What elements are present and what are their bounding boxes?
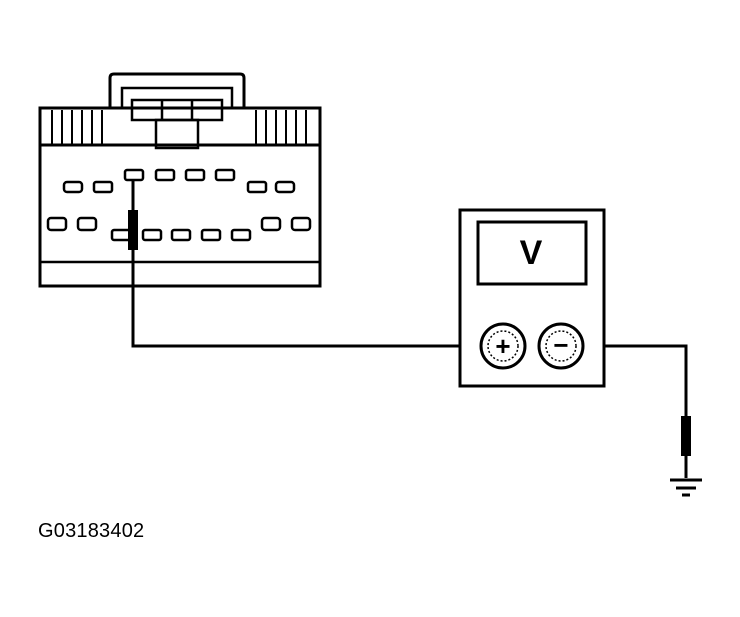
ground-symbol-icon <box>670 478 702 497</box>
positive-terminal: + <box>479 322 527 370</box>
electrical-connector <box>38 72 322 288</box>
figure-id-caption: G03183402 <box>38 520 145 542</box>
meter-display-symbol: V <box>520 234 543 272</box>
positive-lead-wire <box>131 250 480 348</box>
negative-terminal: − <box>537 322 585 370</box>
terminal-row-upper <box>62 168 296 194</box>
meter-display <box>476 220 588 286</box>
ground-probe <box>681 416 691 478</box>
back-probe <box>128 180 138 250</box>
positive-symbol: + <box>495 331 510 361</box>
terminal-row-lower <box>46 216 312 242</box>
negative-symbol: − <box>553 330 568 360</box>
connector-ribs <box>40 107 320 145</box>
test-leads <box>131 250 688 416</box>
negative-lead-wire <box>584 344 688 416</box>
voltmeter: V + − <box>458 208 606 388</box>
